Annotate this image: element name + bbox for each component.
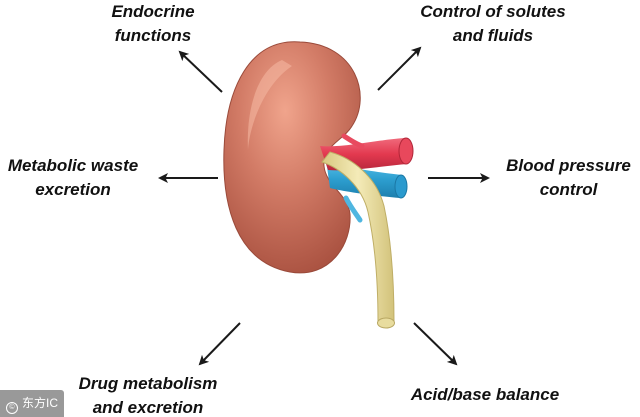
label-line: Drug metabolism [78,374,218,393]
label-line: control [539,180,598,199]
artery-branch [341,133,365,149]
label-metabolic-waste: Metabolic waste excretion [0,154,146,202]
watermark-text: 东方IC [22,396,59,410]
label-line: Endocrine [111,2,195,21]
ureter-opening [377,317,395,329]
label-line: and fluids [452,26,534,45]
arrow-drug [198,322,241,366]
label-line: functions [114,26,192,45]
arrow-acid-base [413,322,458,366]
label-endocrine-functions: Endocrine functions [68,0,238,48]
label-line: Metabolic waste [7,156,139,175]
label-control-of-solutes: Control of solutes and fluids [398,0,588,48]
label-acid-base-balance: Acid/base balance [395,383,575,407]
label-line: excretion [35,180,111,199]
label-blood-pressure: Blood pressure control [497,154,640,202]
renal-vein-opening [394,174,408,199]
arrow-solutes [377,46,422,91]
label-line: Acid/base balance [410,385,560,404]
watermark: © 东方IC [0,390,65,417]
renal-artery-opening [398,137,414,165]
label-line: and excretion [92,398,204,417]
vein-branch [343,195,363,223]
label-line: Blood pressure [506,156,631,175]
copyright-icon: © [6,402,18,414]
label-line: Control of solutes [420,2,566,21]
arrow-endocrine [178,50,223,93]
label-drug-metabolism: Drug metabolism and excretion [58,372,238,417]
kidney-highlight [247,60,292,150]
